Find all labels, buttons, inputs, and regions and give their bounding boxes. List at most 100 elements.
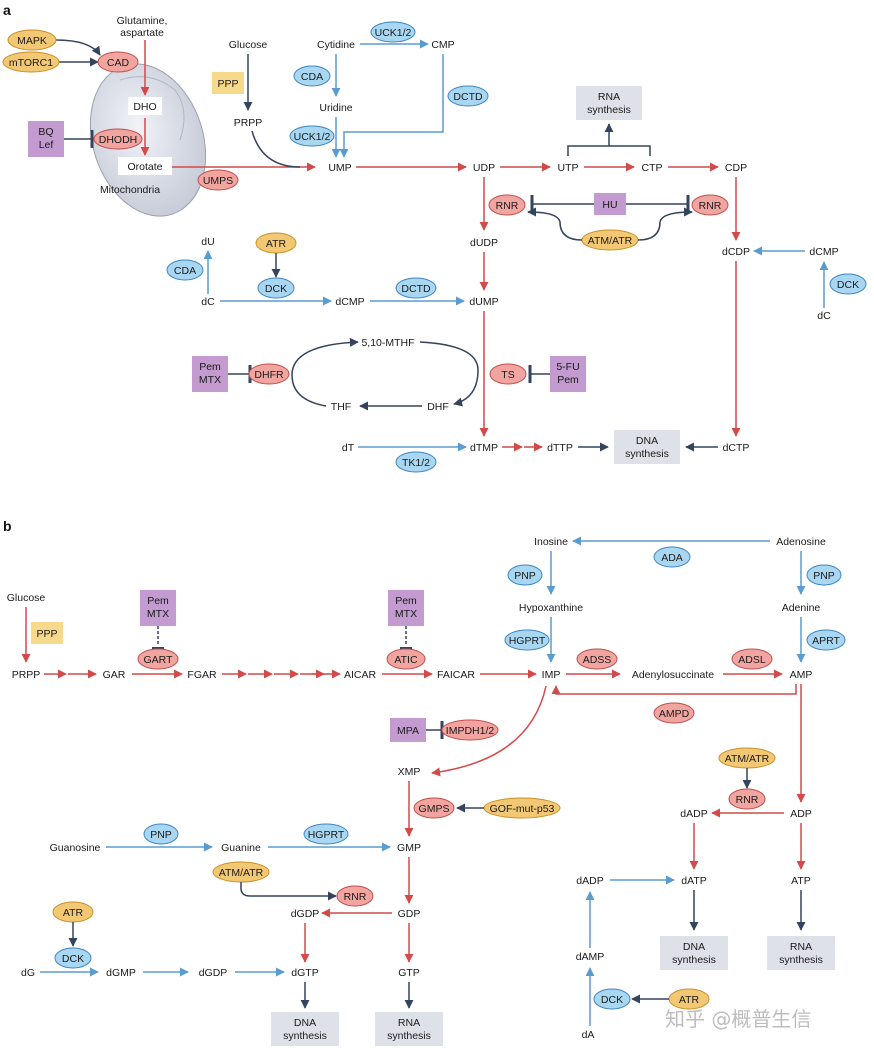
metabolite-cdp: CDP: [725, 162, 747, 174]
metabolite-dc-right: dC: [817, 310, 831, 322]
watermark: 知乎 @概普生信: [665, 1007, 811, 1031]
metabolite-fgar: FGAR: [187, 669, 217, 681]
enzyme-hgprt-b1: HGPRT: [504, 629, 550, 651]
dna-synthesis-a-line2: synthesis: [625, 448, 669, 460]
enzyme-uck12-a2: UCK1/2: [289, 125, 335, 147]
metabolite-dcdp: dCDP: [722, 246, 750, 258]
inhibitor-mtx-b1-label: MTX: [147, 608, 169, 620]
metabolite-gar: GAR: [103, 669, 126, 681]
enzyme-dctd-a1: DCTD: [447, 85, 489, 107]
enzyme-dctd-a1-label: DCTD: [453, 91, 483, 103]
orotate-box: [118, 157, 172, 175]
enzyme-uck12-a1: UCK1/2: [370, 21, 416, 43]
metabolite-dadp: dADP: [680, 808, 707, 820]
regulator-mtorc1: mTORC1: [2, 51, 60, 73]
enzyme-rnr-b1: RNR: [336, 885, 374, 907]
enzyme-rnr-b2-label: RNR: [736, 794, 759, 806]
regulator-atm-atr-b2: ATM/ATR: [718, 747, 776, 769]
enzyme-dctd-a2: DCTD: [395, 277, 437, 299]
ppp-box-a: PPP: [212, 72, 244, 94]
regulator-atr-b1-label: ATR: [63, 907, 84, 919]
regulator-gof-p53-label: GOF-mut-p53: [490, 803, 555, 815]
metabolite-atp: ATP: [791, 875, 811, 887]
metabolite-hypoxanthine: Hypoxanthine: [519, 602, 583, 614]
inhibitor-pem-a-label: Pem: [199, 361, 221, 373]
regulator-mapk-label: MAPK: [17, 35, 47, 47]
enzyme-dck-b2-label: DCK: [601, 994, 623, 1006]
metabolite-dhf: DHF: [427, 401, 449, 413]
metabolite-cmp: CMP: [431, 39, 454, 51]
metabolite-gmp: GMP: [397, 842, 421, 854]
enzyme-cda-a2-label: CDA: [174, 265, 196, 277]
inhibitor-mpa-label: MPA: [397, 725, 419, 737]
metabolite-aicar: AICAR: [344, 669, 377, 681]
enzyme-cad-label: CAD: [107, 57, 130, 69]
inhibitor-pem-ts-label: Pem: [557, 374, 579, 386]
regulator-atm-atr-a-label: ATM/ATR: [588, 235, 633, 247]
metabolite-ump: UMP: [328, 162, 351, 174]
regulator-atr-b1: ATR: [52, 901, 94, 923]
inhibitor-mpa: MPA: [390, 718, 426, 742]
enzyme-pnp-b2-label: PNP: [813, 570, 835, 582]
metabolite-prpp-b: PRPP: [12, 669, 41, 681]
enzyme-rnr-b1-label: RNR: [344, 891, 367, 903]
enzyme-ada: ADA: [653, 546, 691, 568]
enzyme-rnr-a1-label: RNR: [496, 200, 519, 212]
metabolite-dt: dT: [342, 442, 355, 454]
metabolite-adp: ADP: [790, 808, 812, 820]
regulator-atm-atr-b1-label: ATM/ATR: [219, 867, 264, 879]
enzyme-ampd-label: AMPD: [659, 708, 690, 720]
metabolite-dgdp2: dGDP: [199, 967, 228, 979]
inhibitor-lef-label: Lef: [39, 139, 54, 151]
dna-synthesis-b1-line2: synthesis: [283, 1030, 327, 1042]
enzyme-dck-a2: DCK: [829, 273, 867, 295]
metabolite-adenosine: Adenosine: [776, 536, 826, 548]
metabolite-ctp: CTP: [642, 162, 663, 174]
enzyme-atic-label: ATIC: [394, 654, 418, 666]
metabolite-guanosine: Guanosine: [50, 842, 101, 854]
metabolite-uridine: Uridine: [319, 102, 352, 114]
ppp-label-b: PPP: [36, 628, 57, 640]
metabolite-amp: AMP: [790, 669, 813, 681]
enzyme-cda-a1: CDA: [293, 65, 331, 87]
metabolite-gtp: GTP: [398, 967, 420, 979]
metabolite-cytidine: Cytidine: [317, 39, 355, 51]
metabolite-dg: dG: [21, 967, 35, 979]
metabolite-dho: DHO: [133, 101, 156, 113]
metabolite-adenine: Adenine: [782, 602, 821, 614]
metabolite-gdp: GDP: [398, 908, 421, 920]
metabolite-dgmp: dGMP: [106, 967, 136, 979]
metabolite-dcmp-right: dCMP: [809, 246, 838, 258]
enzyme-cda-a2: CDA: [166, 259, 204, 281]
enzyme-dctd-a2-label: DCTD: [401, 283, 431, 295]
regulator-mtorc1-label: mTORC1: [9, 57, 53, 69]
regulator-atm-atr-b1: ATM/ATR: [212, 861, 270, 883]
metabolite-da: dA: [582, 1029, 595, 1041]
metabolite-datp: dATP: [681, 875, 706, 887]
dna-synthesis-b1-line1: DNA: [294, 1017, 316, 1029]
enzyme-pnp-b3: PNP: [143, 823, 179, 845]
arrow-atm-atr-rnr1: [527, 207, 583, 241]
regulator-atr-a-label: ATR: [266, 238, 287, 250]
arrow-atm-atr-rnr-b1: [240, 882, 337, 901]
arrow-amp-imp: [551, 684, 797, 695]
enzyme-aprt: APRT: [806, 629, 846, 651]
ppp-label-a: PPP: [217, 78, 238, 90]
metabolite-dtmp: dTMP: [470, 442, 498, 454]
enzyme-aprt-label: APRT: [812, 635, 840, 647]
metabolite-damp: dAMP: [576, 951, 605, 963]
metabolite-glucose-a: Glucose: [229, 39, 268, 51]
enzyme-hgprt-b1-label: HGPRT: [509, 635, 546, 647]
regulator-mapk: MAPK: [7, 29, 57, 51]
enzyme-dhodh: DHODH: [93, 128, 143, 150]
rna-synthesis-b1-line1: RNA: [398, 1017, 420, 1029]
enzyme-gart: GART: [137, 648, 179, 670]
enzyme-rnr-a1: RNR: [488, 194, 526, 216]
metabolite-utp: UTP: [558, 162, 579, 174]
enzyme-rnr-b2: RNR: [728, 788, 766, 810]
